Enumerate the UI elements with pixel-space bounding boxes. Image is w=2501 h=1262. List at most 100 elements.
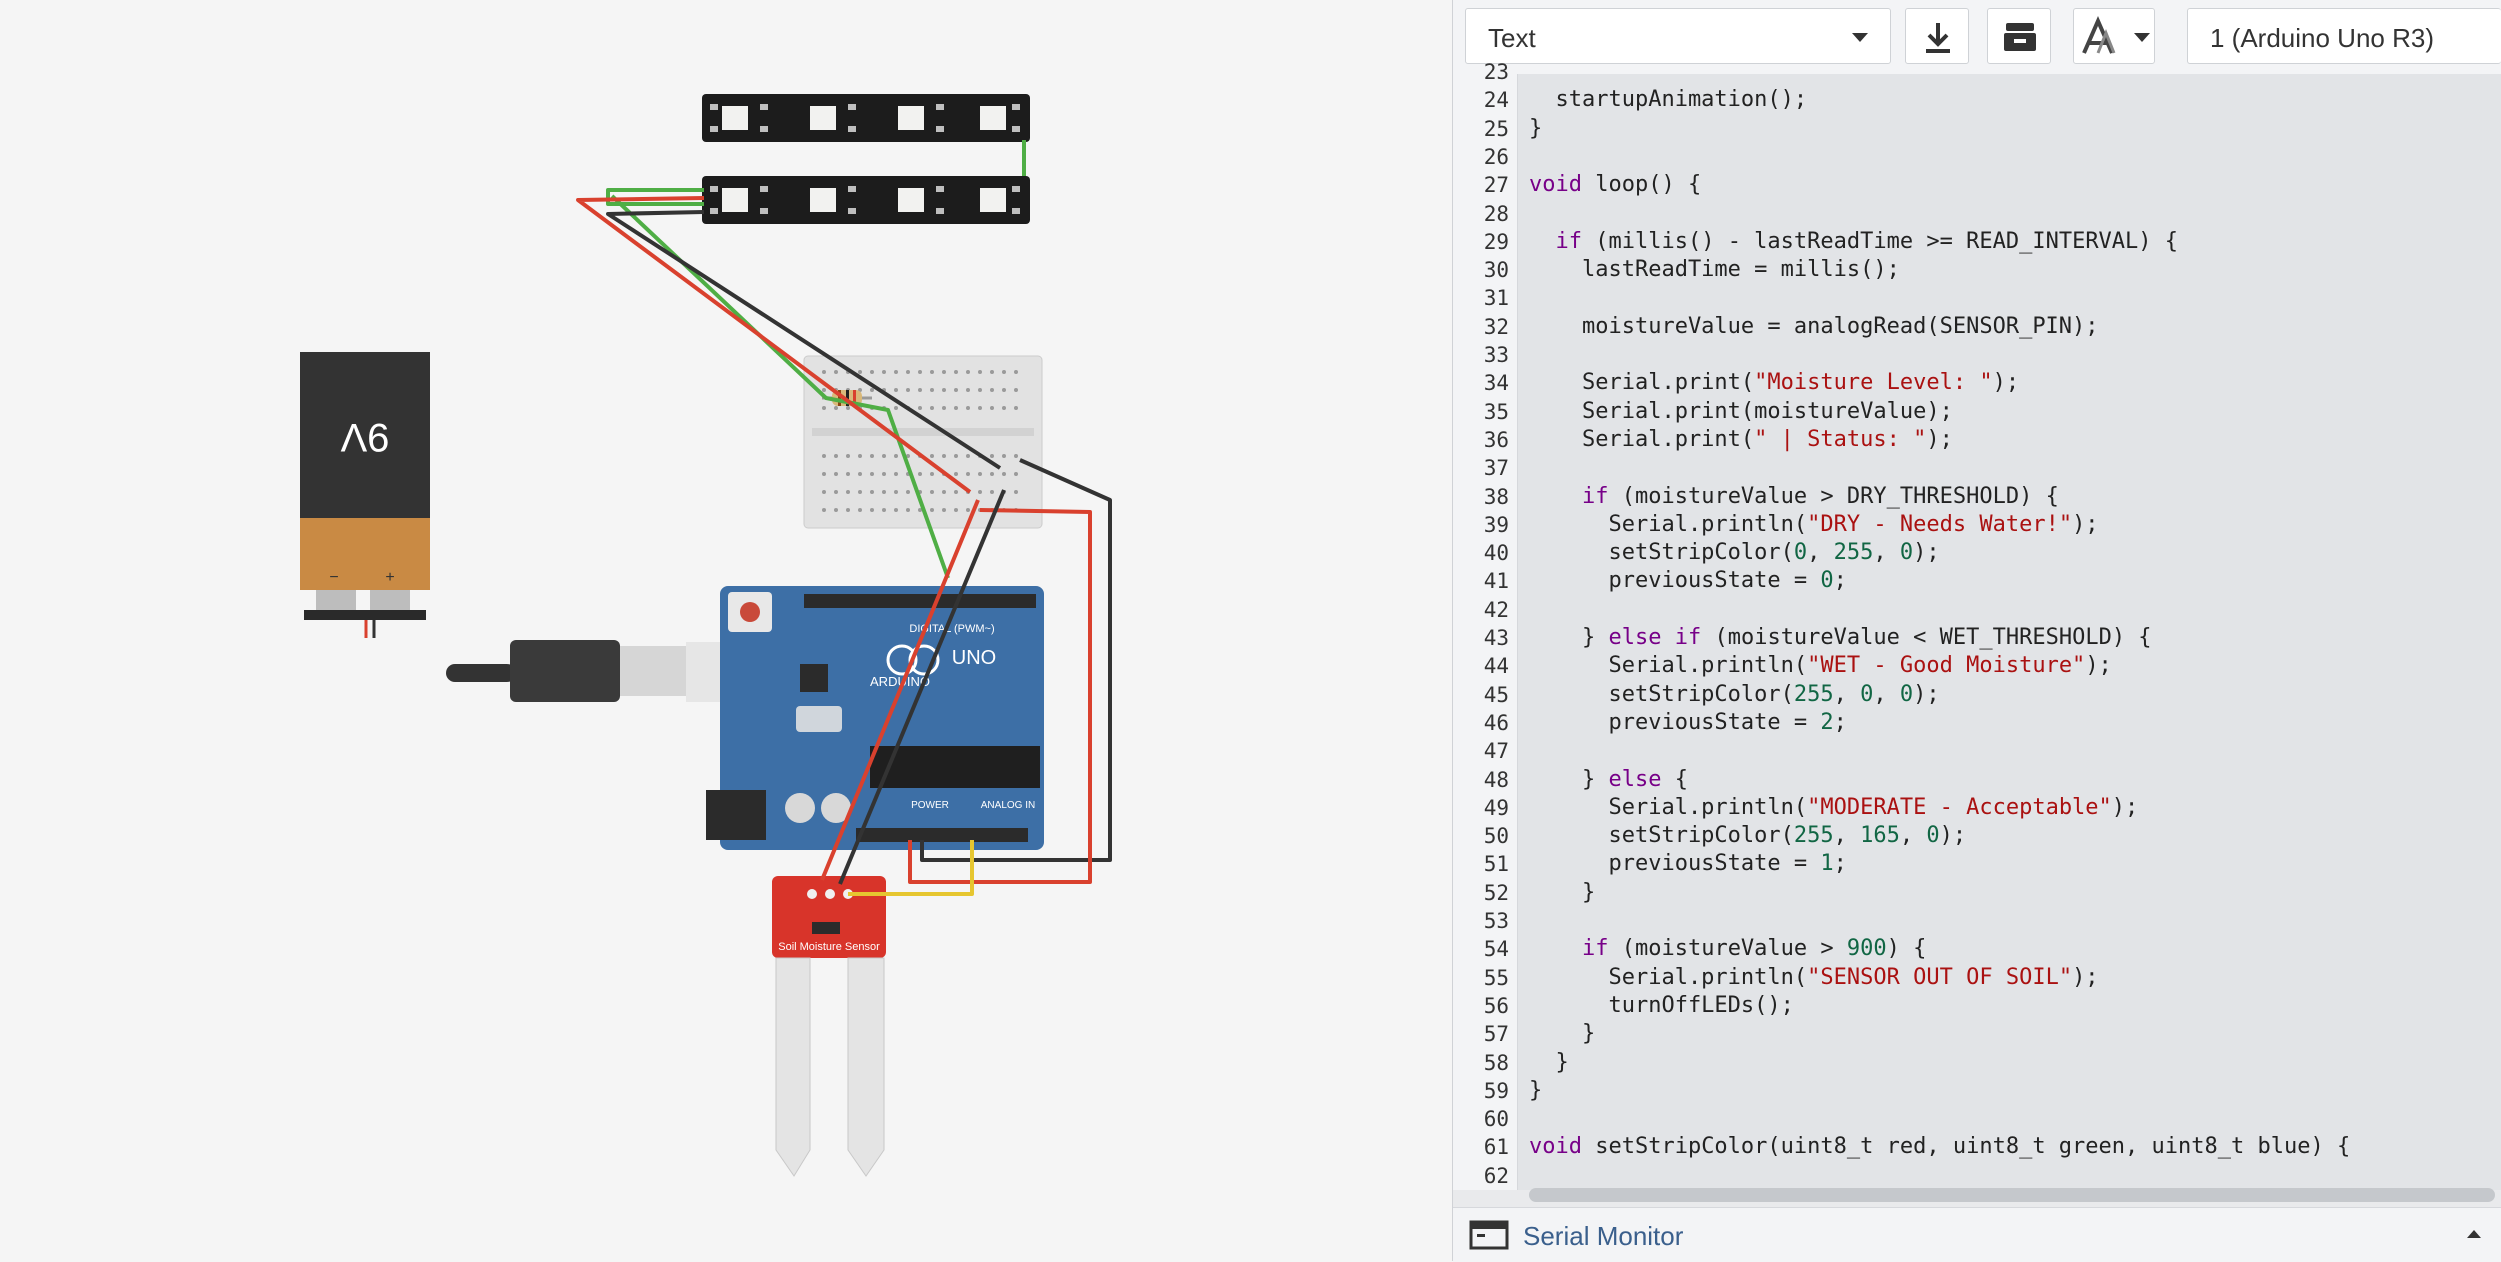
code-line: previousState = 2; (1529, 709, 1847, 735)
line-number: 50 (1483, 824, 1509, 849)
arduino-model-label: UNO (952, 647, 996, 669)
battery-9v[interactable]: 9V − + (300, 352, 430, 638)
chevron-down-icon (1852, 33, 1868, 42)
wire-red-1 (908, 508, 1092, 884)
arduino-uno[interactable]: ARDUINO UNO DIGITAL (PWM~) POWER ANALOG … (706, 586, 1044, 850)
line-number: 56 (1483, 993, 1509, 1018)
code-line: } else if (moistureValue < WET_THRESHOLD… (1529, 625, 2152, 650)
line-number: 57 (1483, 1022, 1509, 1047)
code-line: if (millis() - lastReadTime >= READ_INTE… (1555, 228, 2179, 254)
line-number: 53 (1483, 909, 1509, 933)
code-line: setStripColor(0, 255, 0); (1529, 540, 1940, 566)
expand-up-icon[interactable] (2467, 1230, 2481, 1238)
line-number: 45 (1483, 682, 1509, 707)
line-number: 41 (1483, 569, 1509, 594)
line-number: 26 (1483, 144, 1509, 169)
line-number: 44 (1483, 654, 1509, 679)
line-number: 36 (1483, 427, 1509, 452)
device-dropdown[interactable]: 1 (Arduino Uno R3) (2187, 8, 2501, 64)
line-number: 33 (1483, 343, 1509, 367)
line-number: 28 (1483, 201, 1509, 226)
download-button[interactable] (1905, 8, 1969, 64)
device-dropdown-label: 1 (Arduino Uno R3) (2210, 23, 2434, 53)
code-line: turnOffLEDs(); (1529, 992, 1794, 1018)
line-number: 61 (1483, 1135, 1509, 1160)
arduino-brand-label: ARDUINO (870, 674, 930, 689)
library-icon (2004, 23, 2036, 51)
wire-black-sensor (838, 489, 1006, 885)
code-line: Serial.print(" | Status: "); (1529, 426, 1953, 452)
line-number: 46 (1483, 710, 1509, 735)
line-number: 39 (1483, 512, 1509, 537)
code-line: } else { (1529, 766, 1688, 792)
line-number: 37 (1483, 456, 1509, 481)
code-line: Serial.println("WET - Good Moisture"); (1529, 653, 2112, 679)
line-number: 60 (1483, 1107, 1509, 1132)
wire-green-data (610, 194, 950, 579)
line-number: 34 (1483, 371, 1509, 396)
wire-black-led (606, 210, 1002, 470)
line-number: 55 (1483, 965, 1509, 990)
font-size-icon (2082, 16, 2116, 54)
code-line: Serial.print("Moisture Level: "); (1529, 370, 2020, 396)
analog-header-label: ANALOG IN (981, 800, 1035, 811)
serial-monitor-label: Serial Monitor (1523, 1221, 1684, 1251)
line-number: 23 (1483, 60, 1509, 84)
code-line: } (1529, 1049, 1569, 1075)
line-number: 62 (1483, 1163, 1509, 1188)
code-line: Serial.println("MODERATE - Acceptable"); (1529, 794, 2139, 820)
line-number: 25 (1483, 116, 1509, 141)
power-header-label: POWER (911, 800, 949, 811)
wire-red-sensor (820, 499, 980, 881)
code-line: setStripColor(255, 165, 0); (1529, 823, 1967, 849)
code-line: } (1529, 115, 1543, 141)
battery-minus-label: − (329, 569, 338, 586)
line-number: 29 (1483, 229, 1509, 254)
chevron-down-icon (2134, 33, 2150, 42)
line-number: 42 (1483, 597, 1509, 622)
soil-moisture-sensor[interactable]: Soil Moisture Sensor (772, 876, 886, 1177)
line-number: 38 (1483, 484, 1509, 509)
mode-dropdown-label: Text (1488, 23, 1536, 53)
line-number: 58 (1483, 1050, 1509, 1075)
line-number: 54 (1483, 937, 1509, 962)
code-line: } (1529, 879, 1596, 905)
line-number: 24 (1483, 88, 1509, 113)
serial-monitor-bar[interactable]: Serial Monitor (1453, 1207, 2501, 1262)
line-number: 51 (1483, 852, 1509, 877)
font-size-button[interactable] (2073, 8, 2155, 64)
battery-plus-label: + (385, 569, 394, 586)
code-line: void loop() { (1529, 172, 1702, 198)
code-line: startupAnimation(); (1529, 87, 1808, 113)
line-number: 31 (1483, 286, 1509, 311)
code-line: } (1529, 1077, 1543, 1103)
led-strip-top[interactable] (702, 94, 1030, 142)
digital-header-label: DIGITAL (PWM~) (909, 623, 994, 635)
wire-green-led (606, 188, 704, 206)
line-number: 27 (1483, 173, 1509, 198)
code-line: lastReadTime = millis(); (1529, 257, 1900, 283)
serial-monitor-icon (1469, 1220, 1509, 1250)
line-number: 59 (1483, 1078, 1509, 1103)
code-line: } (1529, 1021, 1596, 1047)
library-button[interactable] (1987, 8, 2051, 64)
code-line: Serial.println("DRY - Needs Water!"); (1529, 511, 2099, 537)
code-line: if (moistureValue > DRY_THRESHOLD) { (1581, 483, 2059, 509)
line-number: 48 (1483, 767, 1509, 792)
mode-dropdown[interactable]: Text (1465, 8, 1891, 64)
wires[interactable] (576, 140, 1112, 896)
download-icon (1926, 23, 1950, 53)
led-strip-bottom[interactable] (702, 176, 1030, 224)
code-line: Serial.print(moistureValue); (1529, 398, 1953, 424)
line-number: 40 (1483, 541, 1509, 566)
code-toolbar: Text 1 (Arduino Uno R3) (1453, 0, 2501, 75)
wire-yellow-sensor (848, 840, 974, 896)
horizontal-scrollbar[interactable] (1529, 1188, 2495, 1202)
circuit-canvas[interactable]: 9V − + ARDUINO UNO DIGITAL (PWM~) POWER … (0, 0, 1452, 1261)
line-number: 49 (1483, 795, 1509, 820)
wire-black-1 (920, 458, 1112, 862)
code-line: Serial.println("SENSOR OUT OF SOIL"); (1529, 964, 2099, 990)
code-line: if (moistureValue > 900) { (1581, 936, 1927, 962)
